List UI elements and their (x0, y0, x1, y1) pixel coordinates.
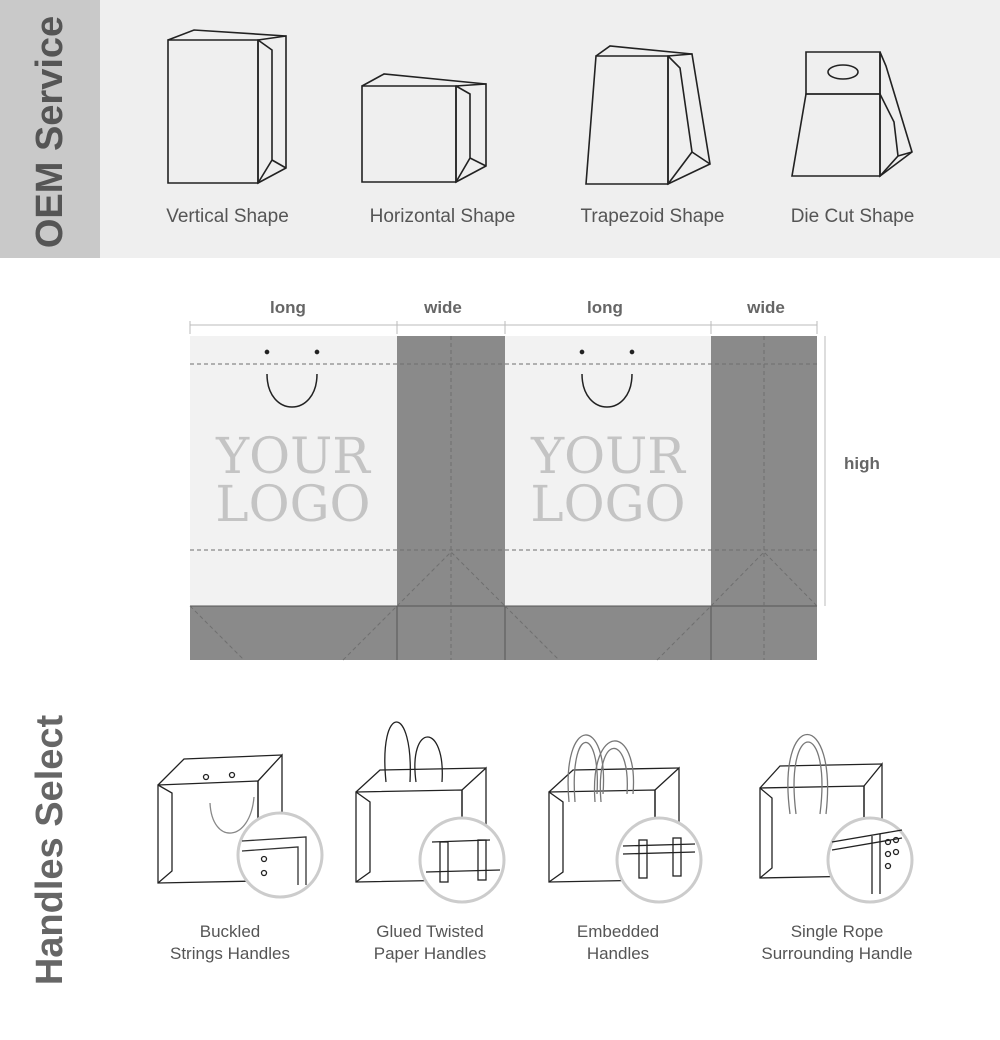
die-cut-shape-label: Die Cut Shape (790, 206, 915, 227)
oem-side-tab (0, 0, 100, 258)
handle-option-embedded: Embedded Handles (576, 922, 660, 963)
embedded-handle-illustration (548, 734, 703, 904)
dimension-label-wide: wide (424, 298, 462, 317)
logo-text-front: LOGO (215, 475, 370, 533)
oem-section-title: OEM Service (29, 15, 71, 249)
dimension-label-wide: wide (747, 298, 785, 317)
oem-band (0, 0, 1000, 258)
dimension-label-high: high (844, 454, 880, 473)
logo-text-front: YOUR (215, 427, 371, 485)
die-cut-shape-illustration (791, 51, 913, 178)
vertical-shape-label: Vertical Shape (166, 206, 289, 227)
trapezoid-shape-illustration (585, 45, 711, 186)
horizontal-shape-illustration (361, 73, 487, 184)
trapezoid-shape-label: Trapezoid Shape (580, 206, 725, 227)
handle-option-glued-twisted: Glued Twisted Paper Handles (373, 922, 487, 963)
front-panel (190, 336, 397, 606)
handles-section-title: Handles Select (29, 714, 71, 986)
handle-option-buckled-strings: Buckled Strings Handles (169, 922, 290, 963)
back-panel (505, 336, 711, 606)
vertical-shape-illustration (167, 29, 287, 185)
bag-dieline-diagram: YOUR LOGO YOUR LOGO (189, 321, 826, 661)
horizontal-shape-label: Horizontal Shape (369, 206, 516, 227)
bottom-flaps (190, 606, 817, 660)
logo-text-back: YOUR (530, 427, 686, 485)
dimension-label-long: long (587, 298, 623, 317)
buckled-strings-handle-illustration (157, 753, 324, 899)
handle-option-single-rope: Single Rope Surrounding Handle (761, 922, 913, 963)
dimension-label-long: long (270, 298, 306, 317)
logo-text-back: LOGO (530, 475, 685, 533)
single-rope-handle-illustration (759, 734, 914, 904)
glued-twisted-handle-illustration (355, 721, 506, 904)
